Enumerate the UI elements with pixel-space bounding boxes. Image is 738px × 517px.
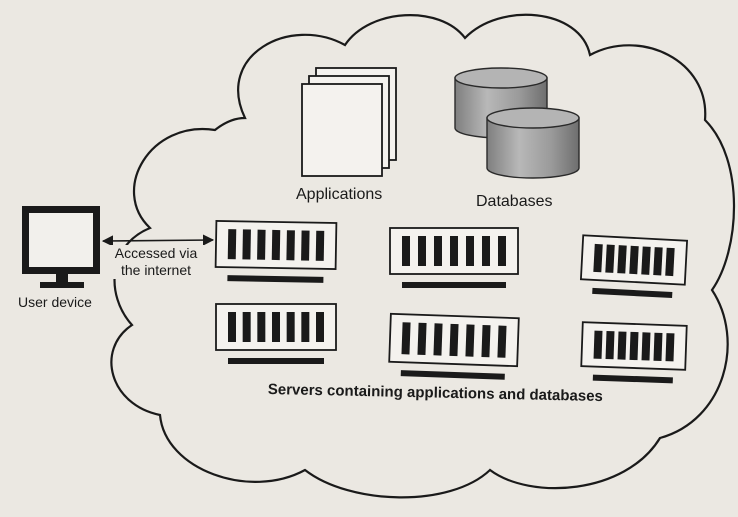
server-rack-icon [214, 220, 338, 283]
server-rack-icon [388, 312, 520, 380]
accessed-line-2: the internet [120, 262, 192, 278]
monitor-icon [22, 206, 100, 288]
user-device-label: User device [18, 294, 92, 310]
access-arrow [101, 234, 215, 247]
accessed-line-1: Accessed via [114, 245, 198, 261]
server-group [214, 220, 689, 384]
document-stack-icon [301, 67, 397, 177]
server-rack-icon [580, 321, 688, 384]
server-rack-icon [389, 227, 519, 288]
accessed-via-internet-label: Accessed via the internet [108, 245, 204, 279]
applications-label: Applications [296, 186, 383, 203]
server-rack-icon [579, 234, 689, 299]
server-rack-icon [215, 303, 337, 364]
database-cylinder-icon [454, 67, 580, 179]
databases-label: Databases [476, 193, 553, 210]
